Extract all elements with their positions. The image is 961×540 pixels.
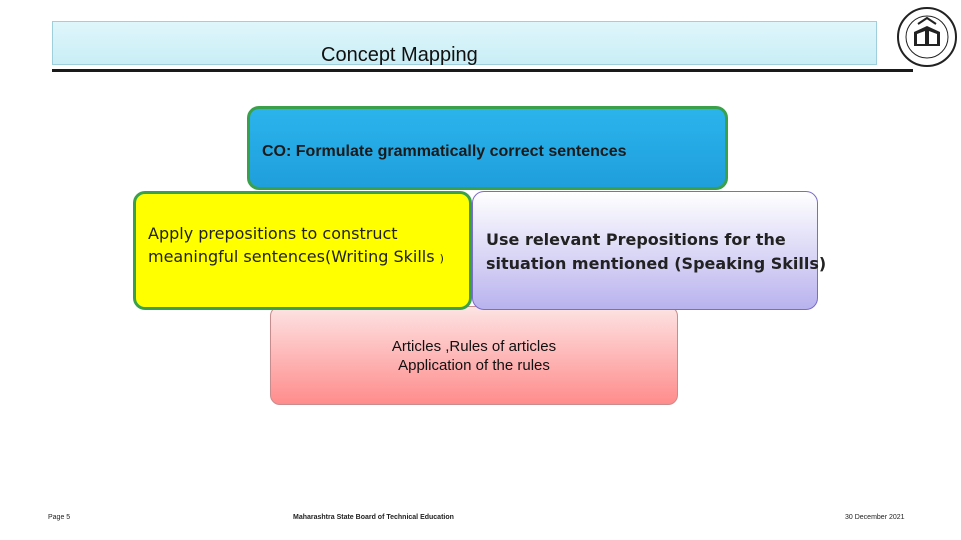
writing-skills-box: Apply prepositions to construct meaningf… (133, 191, 472, 310)
speaking-line-1: Use relevant Prepositions for the (486, 230, 786, 249)
articles-line-2: Application of the rules (398, 357, 550, 374)
page-title: Concept Mapping (321, 44, 478, 66)
speaking-skills-box: Use relevant Prepositions for the situat… (472, 191, 826, 310)
course-outcome-box: CO: Formulate grammatically correct sent… (247, 106, 728, 190)
title-divider (52, 69, 913, 72)
footer-organization: Maharashtra State Board of Technical Edu… (293, 514, 454, 521)
speaking-line-2: situation mentioned (Speaking Skills) (486, 254, 827, 273)
title-banner (52, 21, 877, 65)
msbte-logo-icon (897, 7, 957, 67)
writing-line-1: Apply prepositions to construct (148, 224, 398, 243)
footer-page-number: Page 5 (48, 514, 71, 521)
writing-line-2: meaningful sentences(Writing Skills (148, 247, 440, 266)
course-outcome-text: CO: Formulate grammatically correct sent… (262, 143, 627, 160)
writing-closing-paren: ) (439, 252, 444, 265)
articles-box: Articles ,Rules of articles Application … (270, 306, 678, 405)
footer-date: 30 December 2021 (845, 514, 905, 521)
articles-line-1: Articles ,Rules of articles (391, 338, 557, 355)
